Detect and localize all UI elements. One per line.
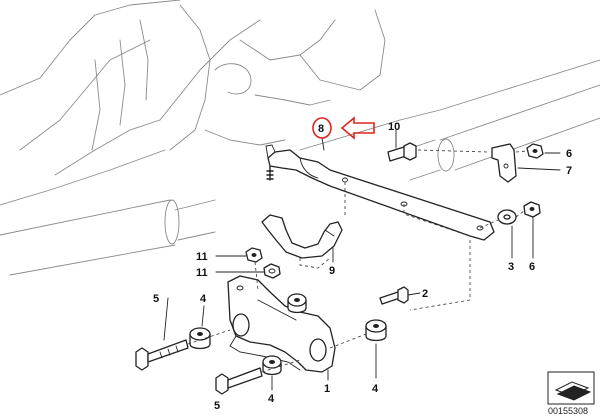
callout-6-bottom: 6 <box>529 261 535 273</box>
exhaust-pipe-front-outline <box>0 199 216 276</box>
callout-7: 7 <box>566 165 572 177</box>
callout-4-bottom: 4 <box>268 393 275 405</box>
assembly-guide-lines <box>187 149 528 373</box>
part-2-bolt[interactable] <box>379 286 409 305</box>
part-1-mount-plate[interactable] <box>227 275 336 373</box>
callout-9: 9 <box>329 265 335 277</box>
diagram-reference-box: 00155308 <box>547 371 595 416</box>
part-10-bolt[interactable] <box>387 142 417 162</box>
part-4-rubber-mount-top[interactable] <box>287 293 307 314</box>
callout-5-left: 5 <box>153 293 159 305</box>
part-4-rubber-mount-bottom[interactable] <box>262 355 282 376</box>
callout-3: 3 <box>508 261 514 273</box>
part-8-bracket[interactable] <box>265 144 495 241</box>
callout-4-right: 4 <box>372 383 379 395</box>
part-5-bolt-left[interactable] <box>135 339 189 371</box>
part-6-nut-top[interactable] <box>526 143 544 159</box>
part-3-washer[interactable] <box>497 209 517 225</box>
part-8-highlight <box>312 116 375 140</box>
part-9-clamp[interactable] <box>261 214 343 269</box>
callout-4-left: 4 <box>200 293 207 305</box>
part-11-nut-lower[interactable] <box>263 263 281 279</box>
callout-2: 2 <box>422 288 428 300</box>
part-11-nut-upper[interactable] <box>245 247 263 263</box>
part-6-nut-bottom[interactable] <box>523 201 541 218</box>
callout-5-bottom: 5 <box>214 400 220 412</box>
callout-8: 8 <box>318 123 324 135</box>
callout-11-lower: 11 <box>196 267 208 279</box>
part-4-rubber-mount-right[interactable] <box>365 319 387 342</box>
part-7-bracket[interactable] <box>491 143 517 183</box>
transmission-housing-outline <box>0 0 386 206</box>
callout-11-upper: 11 <box>196 251 208 263</box>
part-5-bolt-bottom[interactable] <box>215 367 263 395</box>
exhaust-pipe-rear-outline <box>299 59 600 181</box>
callout-1: 1 <box>324 383 330 395</box>
callout-10: 10 <box>388 121 400 133</box>
leader-lines <box>163 129 561 391</box>
reference-number: 00155308 <box>548 406 588 416</box>
callout-6-top: 6 <box>566 148 572 160</box>
part-4-rubber-mount-left[interactable] <box>189 327 211 350</box>
